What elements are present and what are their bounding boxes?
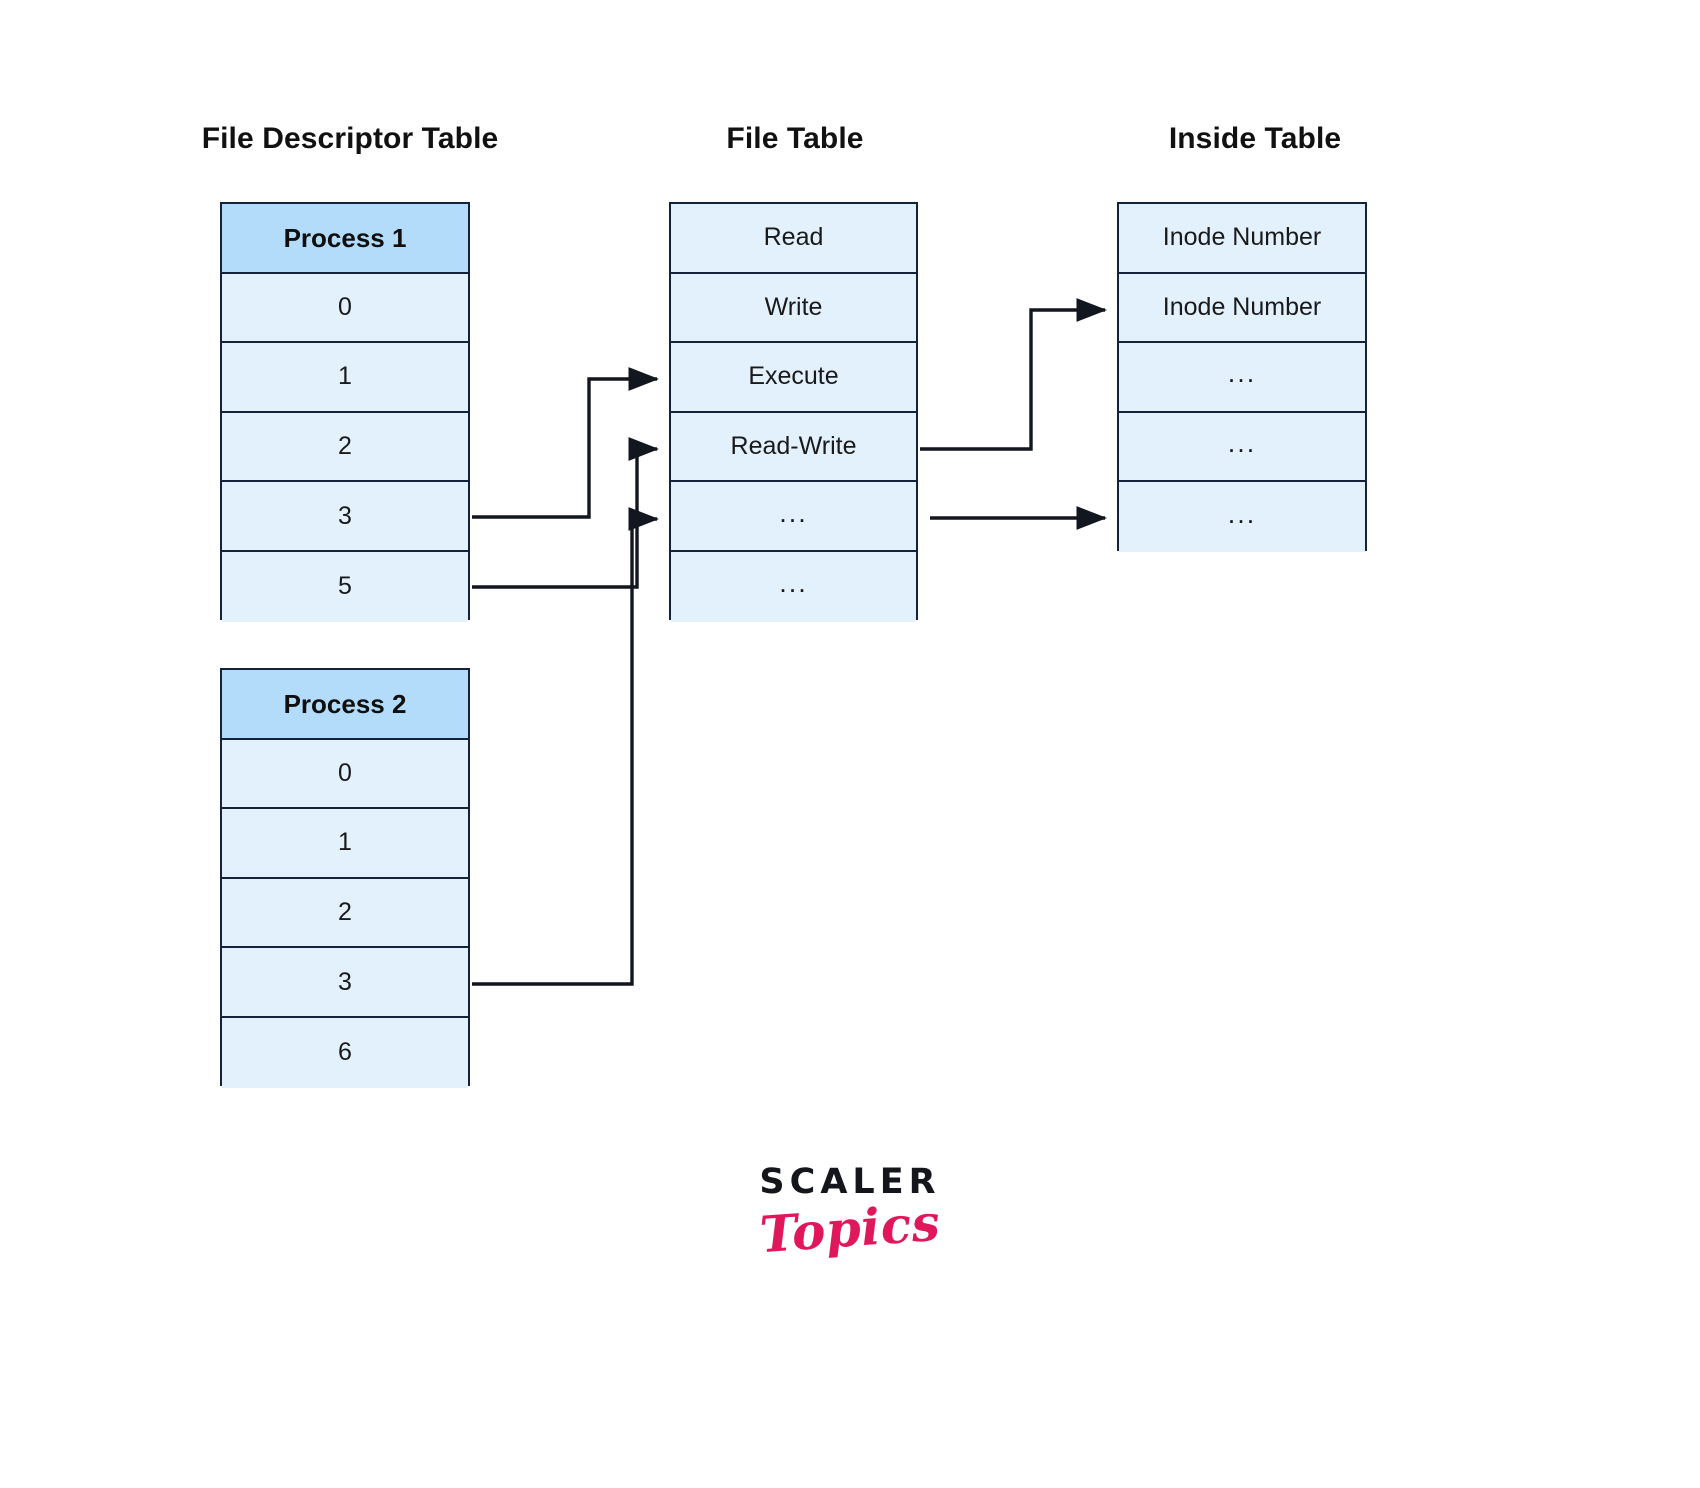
table-row: 2 [222, 412, 468, 483]
table-row: Inode Number [1119, 204, 1365, 274]
table-row: 0 [222, 273, 468, 344]
table-row-header: Process 2 [222, 670, 468, 740]
table-row: Read-Write [671, 412, 916, 483]
table-row: 0 [222, 739, 468, 810]
table-file-table: Read Write Execute Read-Write ... ... [669, 202, 918, 622]
table-row-header: Process 1 [222, 204, 468, 274]
table-row: 6 [222, 1017, 468, 1088]
table-row: 3 [222, 482, 468, 552]
column-title-file-descriptor-table: File Descriptor Table [201, 122, 499, 155]
column-title-inside-table: Inside Table [1168, 122, 1342, 155]
table-process-2: Process 2 0 1 2 3 6 [220, 668, 470, 1088]
table-row: ... [1119, 343, 1365, 413]
table-row: Write [671, 273, 916, 344]
table-row: 1 [222, 343, 468, 413]
table-row: 1 [222, 809, 468, 879]
logo-wordmark-topics: Topics [757, 1192, 942, 1265]
column-title-file-table: File Table [726, 122, 864, 155]
table-process-1: Process 1 0 1 2 3 5 [220, 202, 470, 622]
table-row: 2 [222, 878, 468, 949]
table-row: 5 [222, 551, 468, 622]
connector-read-write-to-inode-number [920, 298, 1108, 451]
table-row: 3 [222, 948, 468, 1018]
table-row: Execute [671, 343, 916, 413]
table-row: ... [1119, 412, 1365, 483]
table-row: ... [1119, 482, 1365, 552]
connector-process2-3-to-dots [472, 507, 660, 986]
logo-wordmark-scaler: SCALER [759, 1162, 941, 1202]
table-row: Read [671, 204, 916, 274]
table-inside-table: Inode Number Inode Number ... ... ... [1117, 202, 1367, 552]
table-row: Inode Number [1119, 273, 1365, 344]
table-row: ... [671, 551, 916, 622]
connector-process1-3-to-execute [472, 367, 660, 519]
table-row: ... [671, 482, 916, 552]
connector-process1-5-to-read-write [472, 437, 660, 589]
scaler-topics-logo: SCALER Topics [620, 1165, 1080, 1295]
